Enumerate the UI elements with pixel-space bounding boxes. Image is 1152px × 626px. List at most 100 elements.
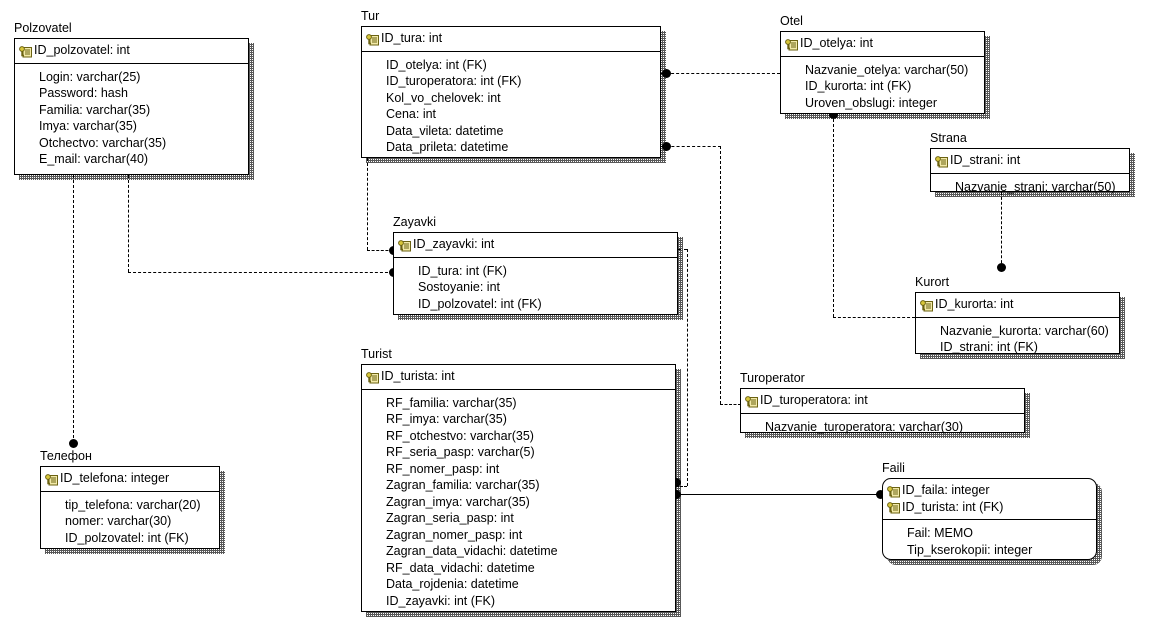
pk-row: ID_kurorta: int [920,296,1115,313]
entity-title-tur: Tur [361,9,380,23]
attribute-row: Nazvanie_kurorta: varchar(60) [920,323,1115,340]
attribute-row: Nazvanie_turoperatora: varchar(30) [745,419,1020,436]
entity-title-telefon: Телефон [40,449,92,463]
attribute-label: ID_zayavki: int (FK) [386,593,496,608]
entity-box-telefon[interactable]: ID_telefona: integer tip_telefona: varcha… [40,466,220,549]
entity-pk-section-telefon: ID_telefona: integer [41,467,219,492]
attribute-row: ID_tura: int (FK) [398,263,673,280]
attribute-label: ID_polzovatel: int (FK) [418,296,542,311]
attribute-label: Zagran_data_vidachi: datetime [386,544,558,558]
attribute-row: RF_nomer_pasp: int [366,461,671,478]
attribute-label: Zagran_nomer_pasp: int [386,527,523,542]
attribute-label: Familia: varchar(35) [39,102,151,117]
connector-polzovatel-telefon-vertical [73,175,74,443]
attribute-row: Tip_kserokopii: integer [887,542,1092,559]
pk-label: ID_telefona: integer [60,471,170,485]
attribute-row: Imya: varchar(35) [19,118,244,135]
attribute-label: tip_telefona: varchar(20) [65,497,201,512]
connector-otel-kurort-horizontal [833,317,915,318]
primary-key-icon [366,33,379,46]
pk-row: ID_polzovatel: int [19,42,244,59]
attribute-row: Familia: varchar(35) [19,102,244,119]
entity-attributes-section-telefon: tip_telefona: varchar(20) nomer: varchar(… [41,492,219,552]
attribute-label: RF_familia: varchar(35) [386,395,517,410]
attribute-label: Kol_vo_chelovek: int [386,90,501,105]
attribute-label: Login: varchar(25) [39,69,141,84]
attribute-label: Zagran_familia: varchar(35) [386,478,540,492]
pk-row: ID_strani: int [935,152,1125,169]
primary-key-icon [366,371,379,384]
entity-attributes-section-turoperator: Nazvanie_turoperatora: varchar(30) [741,414,1024,441]
connector-otel-kurort-vertical [833,114,834,317]
entity-title-turoperator: Turoperator [740,371,805,385]
primary-key-icon [887,501,900,514]
attribute-row: Nazvanie_otelya: varchar(50) [785,62,980,79]
attribute-label: Data_prileta: datetime [386,140,509,154]
attribute-row: RF_seria_pasp: varchar(5) [366,444,671,461]
primary-key-icon [398,239,411,252]
pk-row: ID_otelya: int [785,35,980,52]
entity-attributes-section-turist: RF_familia: varchar(35) RF_imya: varchar(… [362,390,675,615]
attribute-label: ID_polzovatel: int (FK) [65,530,189,545]
attribute-label: Imya: varchar(35) [39,119,137,133]
attribute-label: Data_vileta: datetime [386,123,504,138]
entity-title-zayavki: Zayavki [393,215,437,229]
entity-pk-section-turoperator: ID_turoperatora: int [741,389,1024,414]
attribute-row: ID_turoperatora: int (FK) [366,73,656,90]
attribute-row: ID_strani: int (FK) [920,339,1115,356]
attribute-label: Nazvanie_turoperatora: varchar(30) [765,419,964,434]
connector-tur-turoperator-horizontal-top [661,146,721,147]
entity-title-turist: Turist [361,347,392,361]
connector-zayavki-turist-horizontal-bottom [676,486,687,487]
entity-title-polzovatel: Polzovatel [14,21,72,35]
primary-key-icon [920,299,933,312]
connector-turist-faili-horizontal [676,494,882,495]
attribute-row: RF_familia: varchar(35) [366,395,671,412]
attribute-label: RF_imya: varchar(35) [386,412,507,426]
attribute-label: nomer: varchar(30) [65,514,172,528]
pk-row: ID_zayavki: int [398,236,673,253]
entity-pk-section-polzovatel: ID_polzovatel: int [15,39,248,64]
attribute-row: Zagran_familia: varchar(35) [366,477,671,494]
pk-row: ID_turista: int (FK) [887,499,1092,516]
attribute-label: ID_strani: int (FK) [940,340,1038,354]
attribute-row: tip_telefona: varchar(20) [45,497,215,514]
connector-turist-faili-dot-right [876,490,885,499]
attribute-label: RF_data_vidachi: datetime [386,560,535,575]
entity-pk-section-turist: ID_turista: int [362,365,675,390]
attribute-row: nomer: varchar(30) [45,513,215,530]
pk-label: ID_turista: int (FK) [902,499,1004,514]
connector-polzovatel-telefon-dot [69,439,78,448]
attribute-label: Cena: int [386,107,437,121]
attribute-row: Kol_vo_chelovek: int [366,90,656,107]
primary-key-icon [45,473,58,486]
pk-row: ID_turoperatora: int [745,392,1020,409]
attribute-row: Data_rojdenia: datetime [366,576,671,593]
attribute-row: ID_zayavki: int (FK) [366,593,671,610]
primary-key-icon [887,485,900,498]
attribute-row: Zagran_data_vidachi: datetime [366,543,671,560]
entity-pk-section-strana: ID_strani: int [931,149,1129,174]
pk-row: ID_faila: integer [887,482,1092,499]
attribute-label: E_mail: varchar(40) [39,152,149,166]
